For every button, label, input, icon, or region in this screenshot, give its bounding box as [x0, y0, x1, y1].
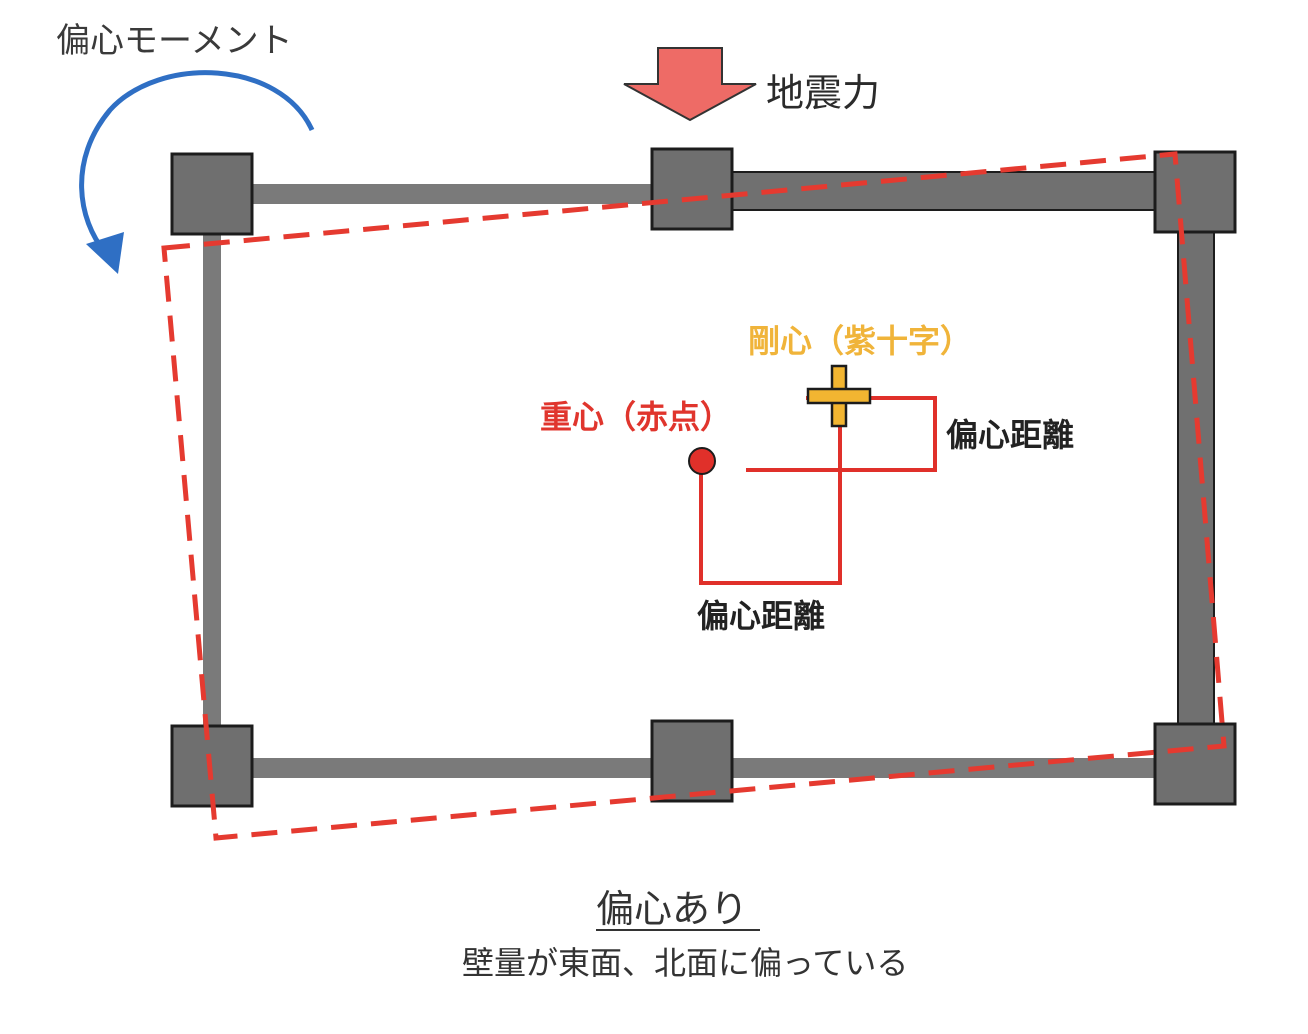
column-bottom-right: [1153, 722, 1237, 806]
moment-arrowhead: [86, 232, 124, 274]
center-of-gravity-dot-icon: [688, 447, 716, 475]
beam-left: [203, 232, 221, 730]
deformed-outline: [161, 151, 1227, 841]
beam-top-left: [248, 184, 658, 204]
caption-subtitle: 壁量が東面、北面に偏っている: [462, 944, 908, 982]
center-of-rigidity-label: 剛心（紫十字）: [748, 322, 972, 360]
distance-line-bottom: [699, 420, 842, 585]
eccentric-distance-right-label: 偏心距離: [946, 416, 1074, 454]
column-top-right: [1153, 150, 1237, 234]
beam-right: [1177, 227, 1215, 729]
center-of-gravity-label: 重心（赤点）: [540, 398, 732, 436]
moment-arrow-icon: [79, 70, 315, 254]
center-of-rigidity-cross-icon: [806, 364, 872, 428]
frame-columns: [170, 147, 1237, 808]
column-bottom-middle: [650, 719, 734, 803]
moment-label: 偏心モーメント: [56, 21, 293, 61]
beam-bottom-left: [248, 758, 658, 778]
caption-title: 偏心あり: [596, 887, 748, 931]
force-arrow-icon: [623, 47, 757, 122]
column-top-left: [170, 152, 254, 236]
frame-beams: [203, 171, 1215, 778]
eccentric-distance-lines: [699, 396, 937, 585]
eccentric-distance-bottom-label: 偏心距離: [697, 597, 825, 635]
column-top-middle: [650, 147, 734, 231]
force-label: 地震力: [766, 71, 880, 115]
beam-bottom-right: [728, 758, 1160, 778]
